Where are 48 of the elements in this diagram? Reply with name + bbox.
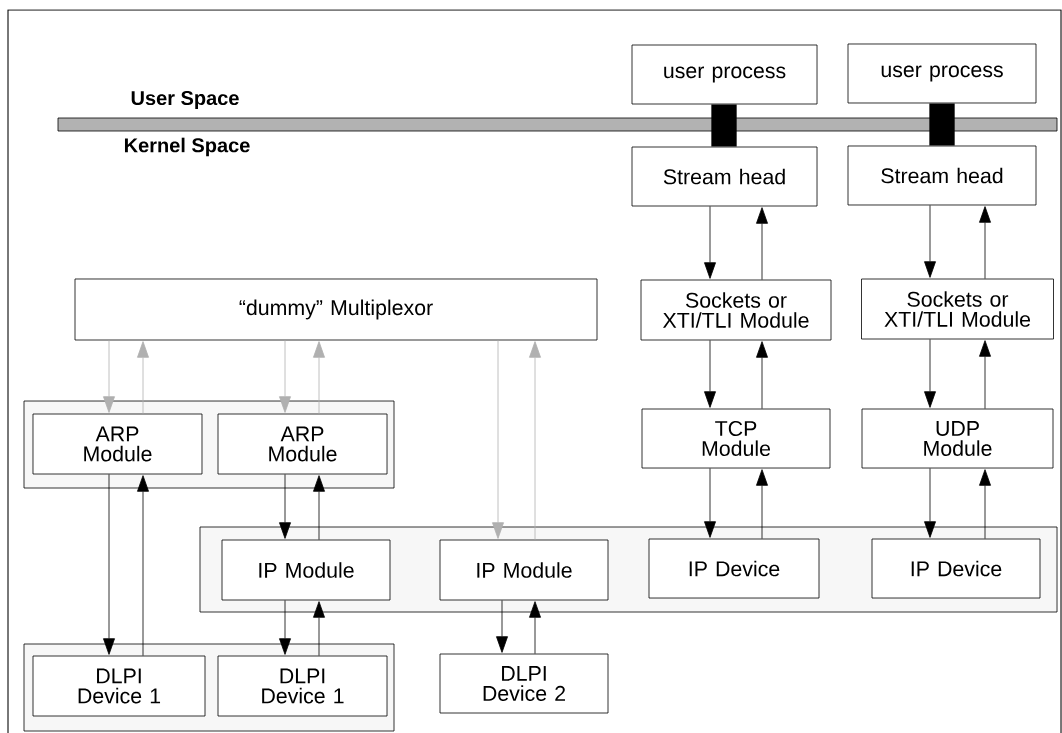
module-box: user process xyxy=(847,43,1037,104)
arrow xyxy=(756,207,768,280)
module-box: DLPI Device 2 xyxy=(439,653,609,714)
module-box: UDP Module xyxy=(861,408,1054,469)
module-box: “dummy” Multiplexor xyxy=(74,278,598,341)
module-box: IP Device xyxy=(871,538,1041,599)
arrow xyxy=(103,340,115,413)
arrow xyxy=(704,206,716,279)
arrow xyxy=(529,341,541,540)
module-box: IP Module xyxy=(221,539,391,601)
arrow xyxy=(137,475,149,656)
arrow xyxy=(492,340,504,539)
arrow xyxy=(979,206,991,279)
module-box: user process xyxy=(631,44,818,105)
arrow xyxy=(279,340,291,413)
connector-bar xyxy=(711,104,737,147)
module-box: Sockets or XTI/TLI Module xyxy=(861,278,1054,340)
arrow xyxy=(924,468,936,538)
arrow xyxy=(313,601,325,656)
module-box: TCP Module xyxy=(641,408,831,469)
arrow xyxy=(979,469,991,539)
arrow xyxy=(313,475,325,540)
module-box: Stream head xyxy=(847,145,1037,206)
arrow xyxy=(704,340,716,408)
arrow xyxy=(529,601,541,654)
arrow xyxy=(279,600,291,655)
arrow xyxy=(924,205,936,278)
arrow xyxy=(704,468,716,538)
module-box: Sockets or XTI/TLI Module xyxy=(640,279,832,341)
arrow xyxy=(313,341,325,414)
module-box: DLPI Device 1 xyxy=(32,655,206,717)
connector-bar xyxy=(929,103,955,146)
module-box: IP Device xyxy=(648,538,820,599)
module-box: ARP Module xyxy=(32,413,203,475)
arrow xyxy=(924,339,936,408)
arrow xyxy=(137,341,149,414)
module-box: Stream head xyxy=(631,146,818,207)
module-box: DLPI Device 1 xyxy=(217,655,388,717)
arrow xyxy=(496,600,508,653)
arrow xyxy=(279,474,291,539)
arrow xyxy=(756,341,768,409)
arrow xyxy=(103,474,115,655)
arrow xyxy=(756,469,768,539)
module-box: IP Module xyxy=(439,539,609,601)
region-label: User Space xyxy=(131,90,239,110)
module-box: ARP Module xyxy=(217,413,388,475)
arrow xyxy=(979,340,991,409)
region-label: Kernel Space xyxy=(125,137,250,157)
